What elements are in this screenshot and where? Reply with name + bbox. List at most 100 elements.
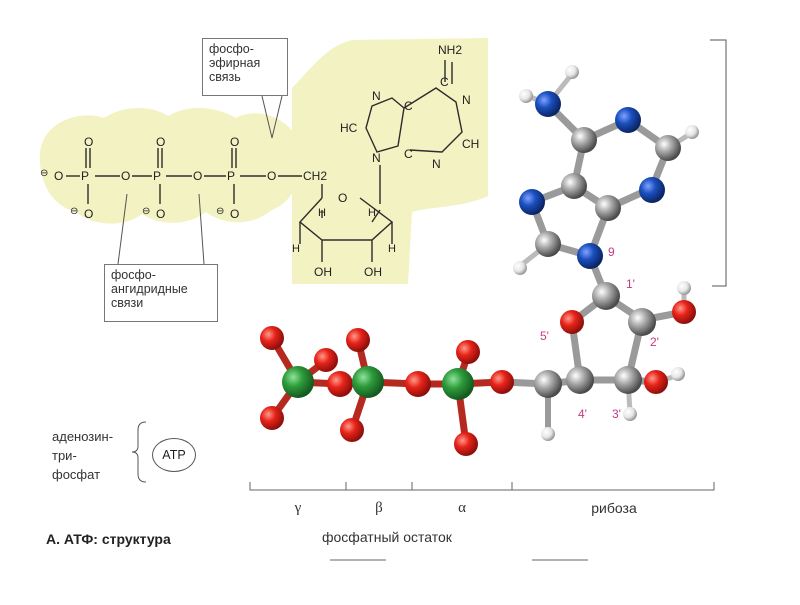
number-4prime: 4': [578, 407, 587, 421]
nitrogen-atom: [615, 107, 641, 133]
p-beta: P: [153, 169, 161, 183]
phosphoester-pointer: [261, 95, 283, 139]
oxygen-atom: [314, 348, 338, 372]
phosphate-highlight: [39, 107, 302, 224]
h-c2: H: [388, 243, 396, 255]
number-1prime: 1': [626, 277, 635, 291]
o-top-beta: O: [156, 135, 165, 149]
hydrogen-atom: [685, 125, 699, 139]
highlight-blobs: [39, 38, 488, 284]
oxygen-atom: [340, 418, 364, 442]
carbon-atom-c4: [566, 366, 594, 394]
phosphorus-atom-beta: [352, 366, 384, 398]
charge-o-beta: ⊖: [142, 206, 150, 217]
n7-atom: N: [372, 89, 381, 103]
p-alpha: P: [227, 169, 235, 183]
c5-atom: C: [404, 99, 413, 113]
oxygen-atom: [490, 370, 514, 394]
phosphoester-line-1: фосфо-: [209, 42, 254, 56]
nitrogen-atom: [535, 91, 561, 117]
n1-atom: N: [462, 93, 471, 107]
model-atoms: [260, 65, 699, 456]
legend-brace: [131, 421, 147, 483]
o-top-alpha: O: [230, 135, 239, 149]
legend-line-1: аденозин-: [52, 429, 114, 444]
oxygen-atom: [672, 300, 696, 324]
ch2-group: CH2: [303, 169, 327, 183]
p-gamma: P: [81, 169, 89, 183]
n3-atom: N: [432, 157, 441, 171]
oh-c2: OH: [364, 265, 382, 279]
segment-scale: [249, 482, 715, 561]
hydrogen-atom: [565, 65, 579, 79]
legend-line-3: фосфат: [52, 467, 101, 482]
phosphorus-atom-gamma: [282, 366, 314, 398]
carbon-atom-c1: [592, 282, 620, 310]
hydrogen-atom: [513, 261, 527, 275]
number-2prime: 2': [650, 335, 659, 349]
ch-atom: CH: [462, 137, 479, 151]
number-3prime: 3': [612, 407, 621, 421]
h-c4: H: [318, 207, 326, 219]
alpha-segment-label: α: [458, 500, 466, 516]
hydrogen-atom: [671, 367, 685, 381]
oxygen-atom: [456, 340, 480, 364]
anhydride-pointer-1: [117, 193, 128, 265]
atp-legend: аденозин- три- фосфат: [52, 427, 113, 484]
gamma-segment-label: γ: [294, 500, 302, 516]
hydrogen-atom: [541, 427, 555, 441]
hc8-atom: HC: [340, 121, 358, 135]
carbon-atom-c5: [534, 370, 562, 398]
phosphoester-bond-callout: фосфо- эфирная связь: [202, 38, 288, 96]
adenosine-highlight: [292, 38, 488, 284]
model-numbers: 9 1' 2' 3' 4' 5': [540, 245, 659, 421]
oxygen-atom: [260, 406, 284, 430]
o-bottom-gamma: O: [84, 207, 93, 221]
oxygen-atom: [405, 371, 431, 397]
charge-gamma: ⊖: [40, 168, 48, 179]
carbon-atom: [655, 135, 681, 161]
formula-bonds: [66, 60, 463, 262]
hydrogen-atom: [623, 407, 637, 421]
phosphoester-line-3: связь: [209, 70, 241, 84]
phosphate-residue-label: фосфатный остаток: [322, 529, 452, 545]
anhydride-pointer-2: [198, 193, 205, 265]
carbon-atom: [571, 127, 597, 153]
c4-atom: C: [404, 147, 413, 161]
beta-segment-label: β: [375, 500, 383, 516]
anhydride-line-3: связи: [111, 296, 144, 310]
o-bottom-alpha: O: [230, 207, 239, 221]
nitrogen-atom: [639, 177, 665, 203]
ring-oxygen-atom: [560, 310, 584, 334]
phosphorus-atom-alpha: [442, 368, 474, 400]
o-bridge-3: O: [267, 169, 276, 183]
c6-atom: C: [440, 75, 449, 89]
oxygen-atom: [454, 432, 478, 456]
o-bridge-1: O: [121, 169, 130, 183]
hydrogen-atom: [677, 281, 691, 295]
carbon-atom: [535, 231, 561, 257]
charge-o-alpha: ⊖: [216, 206, 224, 217]
n9-atom: N: [372, 151, 381, 165]
anhydride-line-1: фосфо-: [111, 268, 156, 282]
o-top-gamma: O: [84, 135, 93, 149]
h-c3: H: [292, 243, 300, 255]
o-bridge-2: O: [193, 169, 202, 183]
oxygen-atom: [346, 328, 370, 352]
callout-lines: [117, 95, 283, 483]
number-9: 9: [608, 245, 615, 259]
hydrogen-atom: [519, 89, 533, 103]
carbon-atom: [561, 173, 587, 199]
anhydride-bonds-callout: фосфо- ангидридные связи: [104, 264, 218, 322]
carbon-atom-c3: [614, 366, 642, 394]
ribose-segment-label: рибоза: [591, 500, 637, 516]
number-5prime: 5': [540, 329, 549, 343]
charge-o-gamma: ⊖: [70, 206, 78, 217]
o-bottom-beta: O: [156, 207, 165, 221]
carbon-atom: [595, 195, 621, 221]
structural-formula: NH2 N C C N HC N C N CH ⊖ O P O P O P O …: [40, 43, 479, 279]
nitrogen-atom-n9: [577, 243, 603, 269]
oh-c3: OH: [314, 265, 332, 279]
